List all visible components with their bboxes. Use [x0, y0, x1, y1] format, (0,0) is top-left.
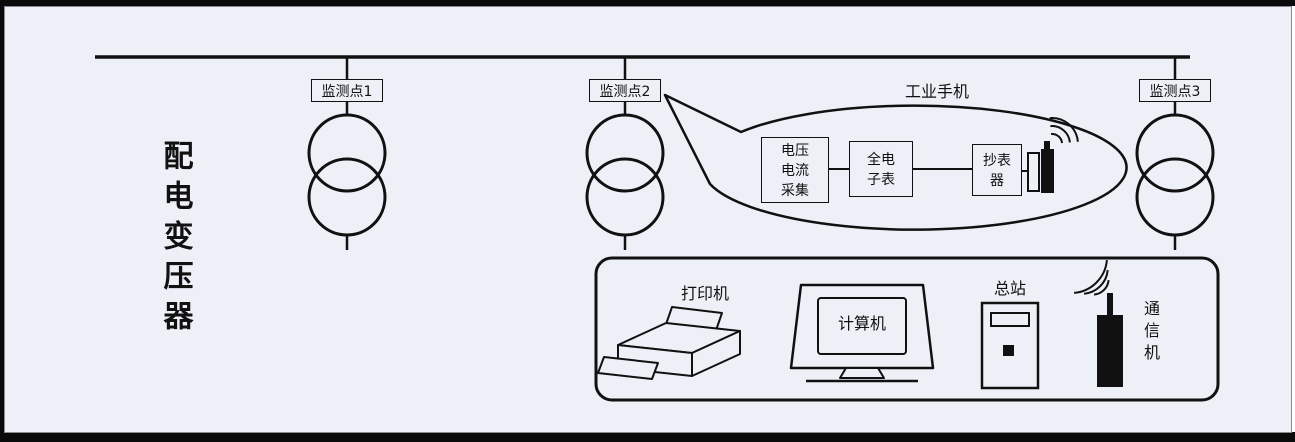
wireless-signal-icon-comm [1074, 260, 1110, 296]
monitor-point-3-label: 监测点3 [1139, 79, 1211, 102]
callout-title: 工业手机 [905, 82, 970, 101]
page-title: 配电变压器 [157, 140, 193, 340]
electronic-meter-box: 全电 子表 [849, 141, 913, 197]
meter-reader-box: 抄表 器 [972, 144, 1022, 196]
computer-icon [789, 283, 935, 383]
comm-device-icon [1097, 293, 1123, 387]
computer-label: 计算机 [837, 314, 886, 333]
master-station-icon [980, 301, 1040, 390]
scan-edge-left [0, 0, 4, 442]
wireless-signal-icon-callout [1049, 117, 1079, 144]
handheld-meter-icon [1027, 141, 1054, 193]
master-station-label: 总站 [993, 279, 1026, 298]
voltage-current-box: 电压 电流 采集 [761, 137, 829, 203]
printer-label: 打印机 [680, 284, 729, 303]
scan-edge-bottom [0, 432, 1295, 442]
monitor-point-2-label: 监测点2 [589, 79, 661, 102]
transformer-icon-1 [307, 57, 387, 250]
station-panel [594, 256, 1220, 402]
printer-icon [597, 306, 741, 380]
monitor-point-1-label: 监测点1 [311, 79, 383, 102]
scan-edge-top [0, 0, 1295, 6]
transformer-icon-2 [585, 57, 665, 250]
comm-device-label: 通信机 [1141, 300, 1160, 366]
diagram-frame [4, 6, 1292, 433]
